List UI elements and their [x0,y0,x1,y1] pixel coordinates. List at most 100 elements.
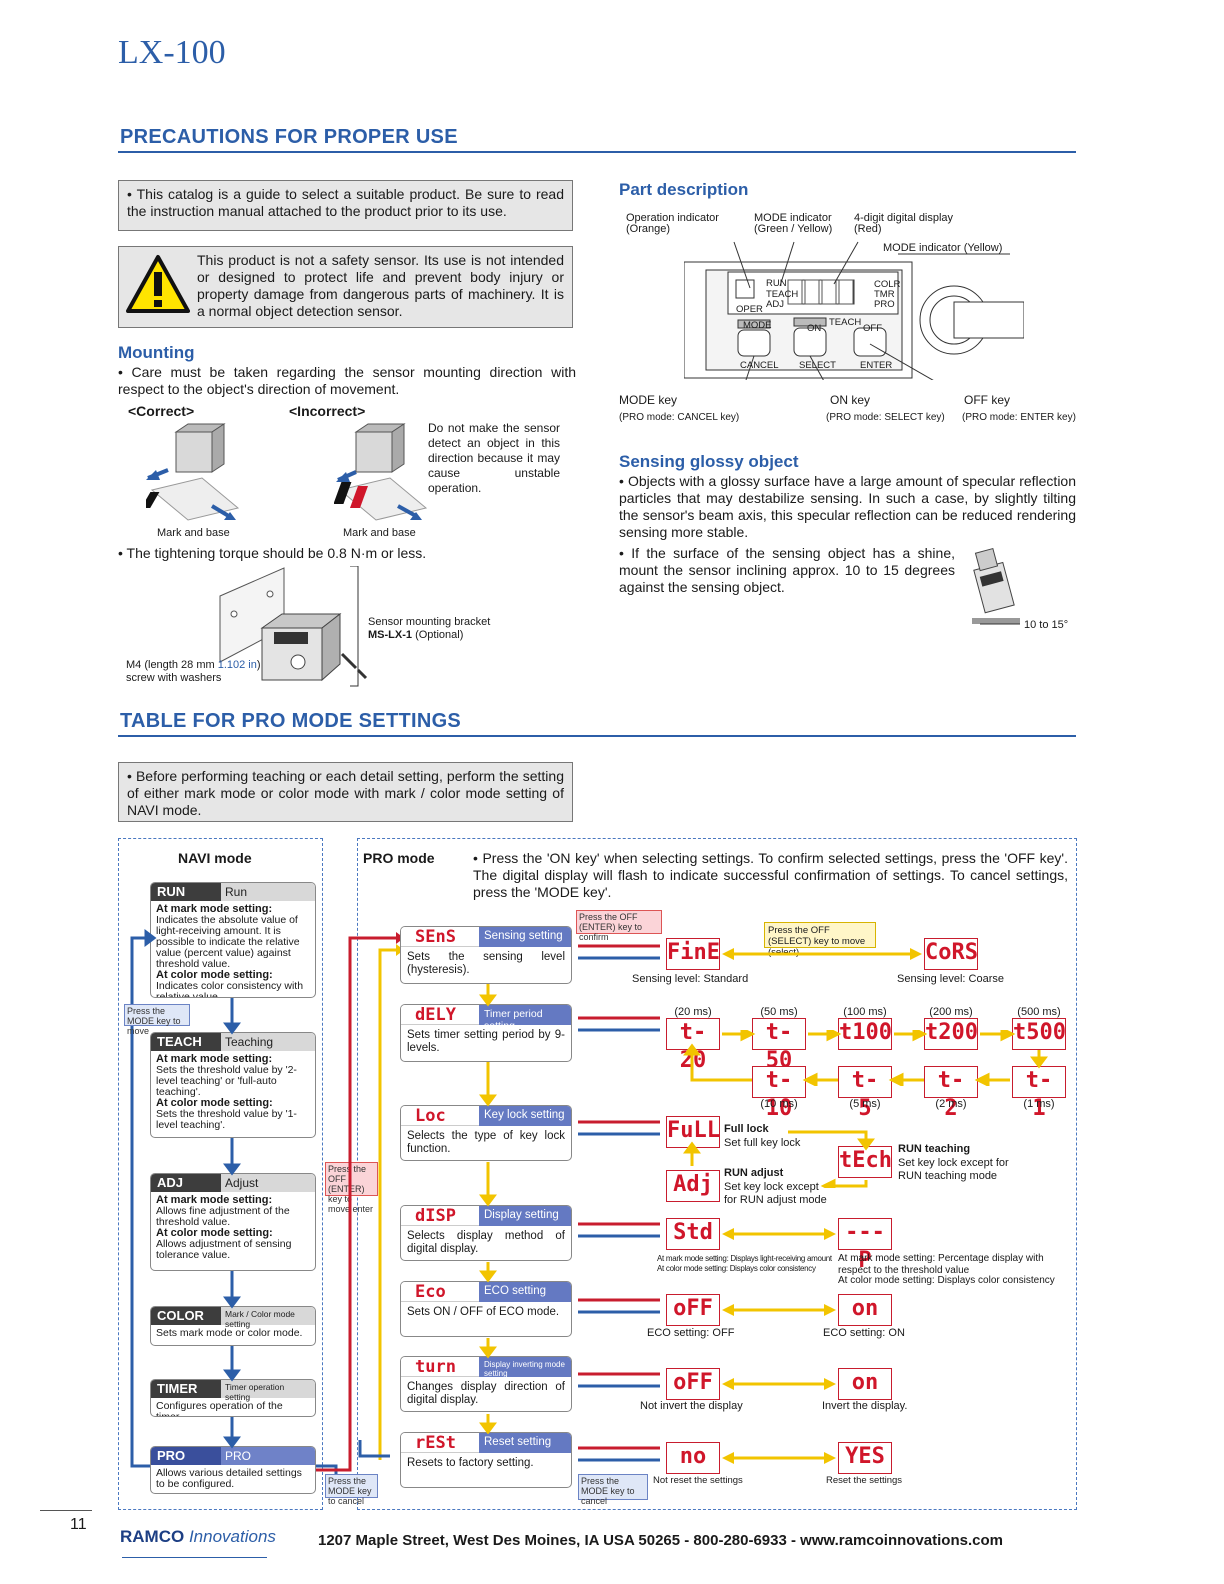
device-label-oper: OPER [736,304,763,315]
navi-key: ADJ [151,1174,221,1192]
mode-key-sub: (PRO mode: CANCEL key) [619,412,740,423]
seg-lock-full: FuLL [666,1116,720,1148]
navi-body-head: At color mode setting: [156,1097,273,1109]
disp-std-desc-1: At mark mode setting: Displays light-rec… [657,1254,832,1263]
page-number: 11 [70,1516,87,1533]
eco-on-label: ECO setting: ON [823,1327,905,1339]
eco-swap-arrow [722,1304,836,1316]
timer-label-5: (5 ms) [849,1098,881,1110]
footer-page-rule [40,1510,92,1511]
navi-body-text: Allows various detailed settings to be c… [156,1467,302,1490]
device-label-run: RUN [766,278,787,289]
glossy-text-2: • If the surface of the sensing object h… [619,545,955,595]
navi-name: PRO [221,1447,315,1465]
tilted-sensor-illustration [972,547,1020,625]
timer-label-100: (100 ms) [843,1006,887,1018]
seg-timer-1: t- 1 [1012,1066,1066,1121]
on-key-sub: (PRO mode: SELECT key) [826,412,945,423]
op-indicator-color: (Orange) [626,223,671,235]
seg-sens-coarse: CoRS [924,938,978,970]
pro-desc: Selects the type of key lock function. [407,1130,565,1155]
bracket-model: MS-LX-1 [368,629,412,641]
mode-indicator-yellow-label: MODE indicator (Yellow) [883,242,1003,254]
correct-label: <Correct> [128,403,195,419]
pro-code: dISP [401,1206,479,1226]
correct-mounting-illustration [146,423,240,521]
bracket-label: Sensor mounting bracket [368,616,491,628]
precautions-title: PRECAUTIONS FOR PROPER USE [120,126,458,148]
device-label-off: OFF [863,323,882,334]
device-label-teach: TEACH [766,289,799,300]
navi-body-text: Configures operation of the timer. [156,1400,283,1417]
seg-timer-200: t200 [924,1018,978,1050]
seg-timer-5: t- 5 [838,1066,892,1121]
pro-table-note: • Before performing teaching or each det… [118,762,573,822]
document-title: LX-100 [118,34,226,71]
device-label-cancel: CANCEL [740,360,779,371]
screw-label-a: M4 (length 28 mm [126,659,218,671]
turn-on-label: Invert the display. [822,1400,908,1412]
navi-body-head: At mark mode setting: [156,1053,273,1065]
device-label-mode: MODE [743,320,772,331]
brand-logo: RAMCO Innovations [120,1527,276,1547]
device-label-teach-2: TEACH [829,317,862,328]
lock-full-title: Full lock [724,1123,769,1135]
mode-key-label: MODE key [619,393,678,407]
device-label-enter: ENTER [860,360,893,371]
navi-body-text: Sets the threshold value by '1-level tea… [156,1108,297,1131]
pro-name: Timer period setting [479,1005,571,1032]
off-key-sub: (PRO mode: ENTER key) [962,412,1076,423]
press-mode-cancel-left-note: Press the MODE key to cancel [325,1474,378,1506]
brand-name-rest: Innovations [184,1527,276,1546]
bracket-model-line: MS-LX-1 (Optional) [368,629,463,642]
incorrect-mounting-illustration [334,423,428,521]
pro-chain-arrows [479,984,497,1434]
pro-table-title: TABLE FOR PRO MODE SETTINGS [120,710,462,732]
navi-name: Timer operation setting [221,1380,315,1402]
part-description-title: Part description [619,180,749,199]
navi-name: Teaching [221,1033,315,1051]
device-label-pro: PRO [874,299,895,310]
mark-base-label-1: Mark and base [157,527,230,539]
pro-table-rule [118,735,1076,737]
turn-swap-arrow [722,1378,836,1390]
timer-label-1: (1 ms) [1023,1098,1055,1110]
press-mode-cancel-note: Press the MODE key to cancel [578,1474,648,1506]
navi-flow-arrows [130,929,360,1498]
navi-key: TIMER [151,1380,221,1398]
mounting-text: • Care must be taken regarding the senso… [118,364,576,397]
device-label-select: SELECT [799,360,836,371]
mode-indicator-color: (Green / Yellow) [754,223,833,235]
mark-base-label-2: Mark and base [343,527,416,539]
seg-timer-2: t- 2 [924,1066,978,1121]
sens-standard-label: Sensing level: Standard [632,973,749,985]
seg-timer-100: t100 [838,1018,892,1050]
navi-body-text: Sets mark mode or color mode. [156,1327,303,1339]
navi-key: RUN [151,883,221,901]
lock-teach-desc: Set key lock except for RUN teaching mod… [898,1157,1009,1182]
eco-off-label: ECO setting: OFF [647,1327,735,1339]
screw-label: M4 (length 28 mm 1.102 in) [126,659,261,672]
lock-adj-title: RUN adjust [724,1167,784,1179]
screw-label-b: ) [256,659,261,671]
navi-body-text: Allows adjustment of sensing tolerance v… [156,1238,292,1261]
bracket-illustration [219,566,368,687]
pro-desc: Resets to factory setting. [407,1457,534,1469]
navi-body-text: Indicates the absolute value of light-re… [156,914,300,970]
pro-entry-flow-lines [316,932,404,1472]
glossy-title: Sensing glossy object [619,452,799,471]
lock-teach-title: RUN teaching [898,1143,971,1155]
on-key-label: ON key [830,393,871,407]
navi-body-text: Allows fine adjustment of the threshold … [156,1205,290,1228]
angle-label: 10 to 15° [1024,619,1069,631]
incorrect-note: Do not make the sensor detect an object … [428,421,560,495]
disp-p-desc-1: At mark mode setting: Percentage display… [838,1253,1044,1276]
disp-swap-arrow [722,1228,836,1240]
